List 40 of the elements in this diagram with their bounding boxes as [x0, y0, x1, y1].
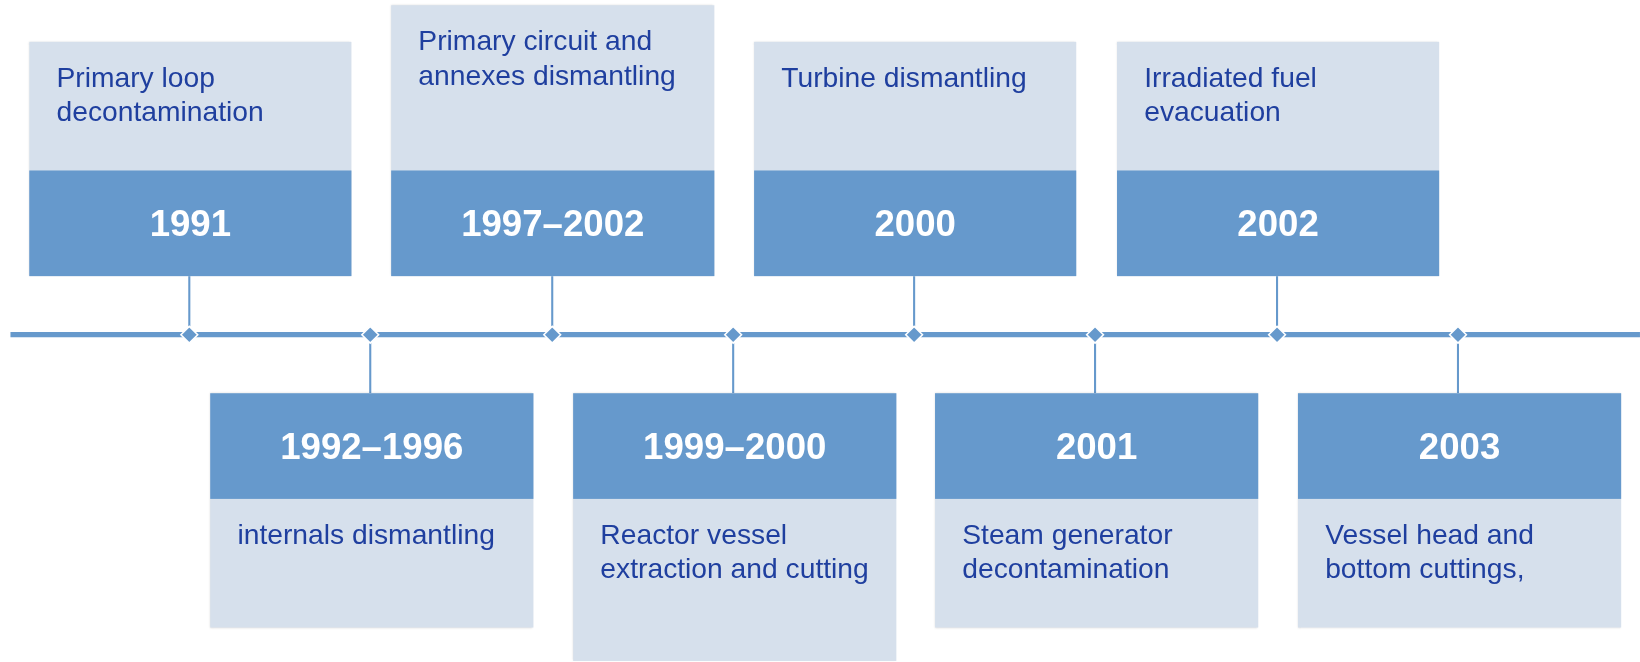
timeline-marker — [543, 326, 561, 344]
year-label: 1991 — [149, 202, 232, 245]
event-card — [391, 5, 715, 277]
connector-line — [188, 276, 191, 327]
connector-line — [551, 276, 554, 327]
event-description: Reactor vessel extraction and cutting — [600, 517, 870, 587]
year-label: 1992–1996 — [280, 425, 464, 467]
event-description: Primary circuit and annexes dismantling — [418, 24, 677, 93]
event-description: Vessel head and bottom cuttings, — [1325, 517, 1535, 587]
event-card — [1297, 393, 1622, 628]
connector-line — [1456, 343, 1460, 394]
year-label: 1997–2002 — [461, 202, 645, 245]
timeline-marker — [1268, 326, 1286, 344]
event-card — [29, 41, 352, 277]
connector-line — [1094, 343, 1097, 394]
connector-line — [732, 343, 735, 394]
year-label: 2000 — [874, 202, 956, 245]
year-label: 2002 — [1237, 202, 1319, 245]
event-card — [210, 393, 534, 628]
connector-line — [1276, 276, 1279, 327]
timeline-marker — [361, 326, 379, 344]
event-card — [1117, 41, 1440, 277]
timeline-marker — [1449, 326, 1467, 344]
timeline-marker — [180, 326, 198, 344]
timeline-marker — [905, 326, 923, 344]
timeline-marker — [1086, 326, 1104, 344]
connector-line — [369, 343, 372, 394]
event-description: Irradiated fuel evacuation — [1144, 60, 1318, 130]
year-label: 2003 — [1418, 425, 1501, 467]
event-card — [754, 41, 1077, 277]
event-card — [573, 393, 897, 661]
event-description: internals dismantling — [237, 517, 496, 553]
event-card — [935, 393, 1259, 628]
event-description: Steam generator decontamination — [962, 517, 1174, 587]
timeline-marker — [724, 326, 742, 344]
event-description: Turbine dismantling — [781, 60, 1028, 96]
event-description: Primary loop decontamination — [56, 60, 265, 130]
connector-line — [913, 276, 916, 327]
year-label: 2001 — [1055, 425, 1138, 467]
year-label: 1999–2000 — [643, 425, 827, 467]
